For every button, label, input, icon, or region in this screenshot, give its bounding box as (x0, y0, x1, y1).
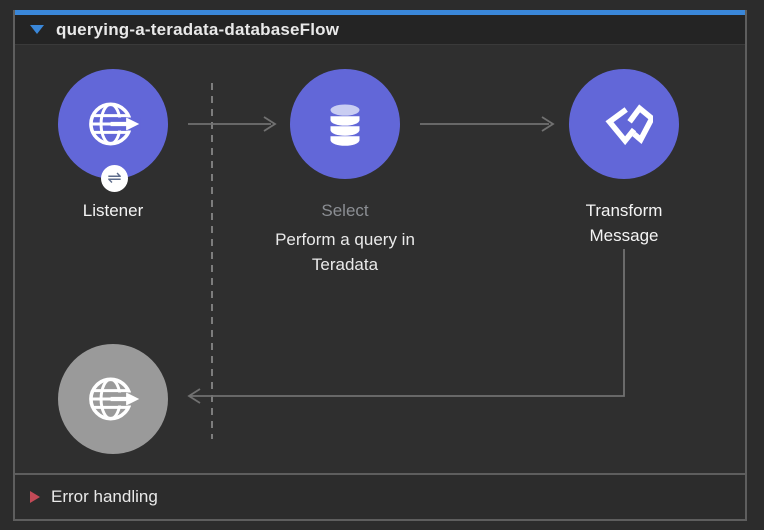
node-circle[interactable] (58, 344, 168, 454)
node-circle[interactable] (569, 69, 679, 179)
listener-label: Listener (82, 201, 144, 220)
node-database-select[interactable] (290, 69, 400, 179)
expand-triangle-icon[interactable] (30, 491, 40, 503)
error-handling-section[interactable]: Error handling (15, 473, 745, 519)
flow-title-bar[interactable]: querying-a-teradata-databaseFlow (15, 15, 745, 45)
flow-selection-accent-bar (15, 10, 745, 15)
dataweave-icon (605, 104, 653, 146)
exchange-icon: ⇌ (107, 168, 122, 187)
node-transform-message[interactable] (569, 69, 679, 179)
node-http-response[interactable] (58, 344, 168, 454)
database-icon (330, 104, 360, 146)
connector-listener-to-select (188, 116, 277, 132)
error-handling-label: Error handling (51, 487, 158, 506)
connector-select-to-transform (420, 116, 555, 132)
node-http-listener[interactable]: ⇌ (58, 69, 168, 192)
collapse-triangle-icon[interactable] (30, 25, 44, 34)
select-label: Select (321, 201, 369, 220)
flow-title: querying-a-teradata-databaseFlow (56, 19, 340, 39)
exchange-badge: ⇌ (101, 165, 128, 192)
flow-container: querying-a-teradata-databaseFlow (13, 10, 747, 521)
flow-canvas: ⇌ Listener Select Perform a query in Ter… (15, 45, 745, 473)
node-circle[interactable] (58, 69, 168, 179)
select-caption: Perform a query in Teradata (275, 230, 415, 274)
node-circle[interactable] (290, 69, 400, 179)
http-response-icon (89, 377, 141, 421)
http-listener-icon (89, 102, 141, 146)
transform-label: Transform Message (585, 201, 663, 245)
